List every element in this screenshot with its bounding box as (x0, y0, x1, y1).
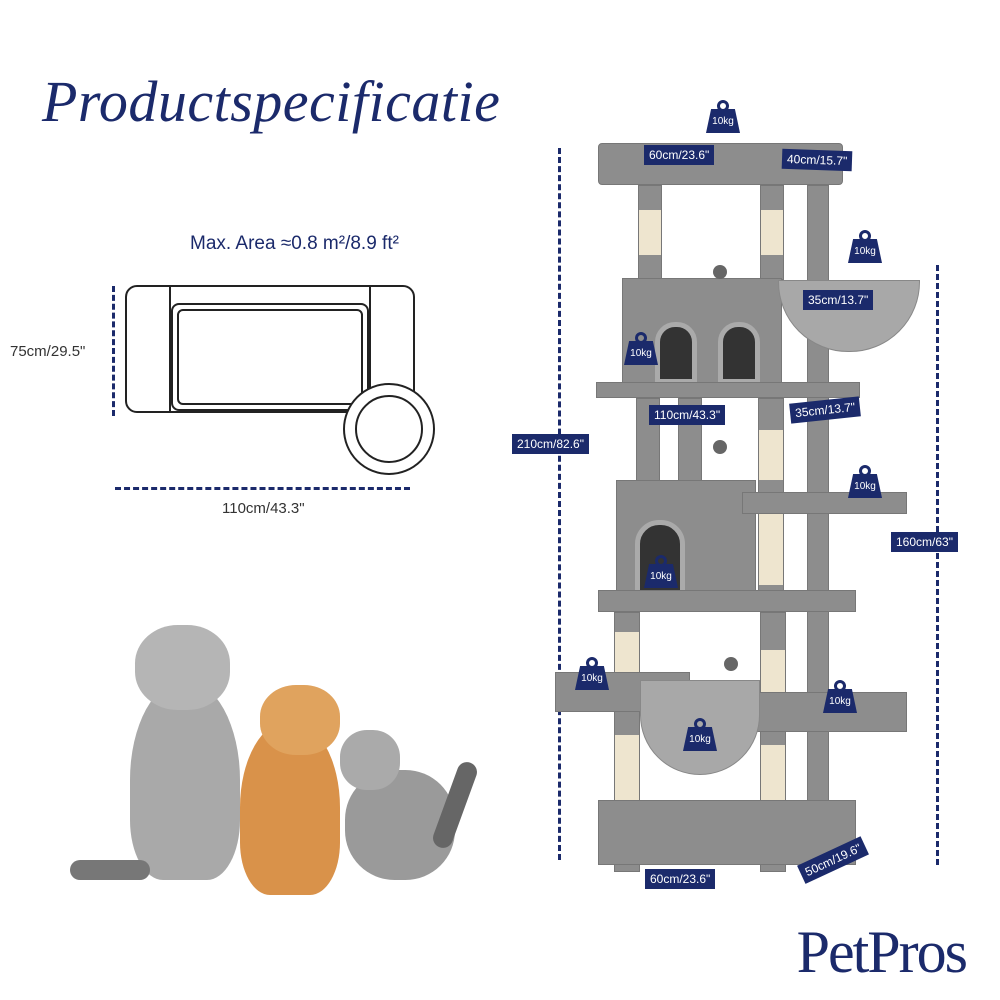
width-dimension-line (115, 487, 410, 490)
weight-icon: 10kg (575, 657, 609, 691)
top-width-label: 60cm/23.6" (644, 145, 715, 165)
top-depth-label: 40cm/15.7" (781, 148, 853, 172)
side-height-label: 160cm/63" (891, 532, 958, 552)
footprint-depth-label: 75cm/29.5" (10, 343, 86, 360)
page-title: Productspecificatie (42, 69, 501, 134)
weight-icon: 10kg (848, 230, 882, 264)
cats-photo (60, 610, 500, 910)
mid-width-label: 110cm/43.3" (649, 405, 726, 425)
total-height-line (558, 148, 561, 860)
weight-icon: 10kg (683, 718, 717, 752)
weight-icon: 10kg (624, 332, 658, 366)
basket-label: 35cm/13.7" (803, 290, 874, 310)
mid-depth-label: 35cm/13.7" (789, 396, 862, 424)
weight-icon: 10kg (823, 680, 857, 714)
weight-icon: 10kg (706, 100, 740, 134)
weight-icon: 10kg (848, 465, 882, 499)
max-area-label: Max. Area ≈0.8 m²/8.9 ft² (190, 233, 399, 254)
brand-logo: PetPros (796, 919, 968, 985)
weight-icon: 10kg (644, 555, 678, 589)
depth-dimension-line (112, 286, 115, 416)
footprint-diagram (125, 285, 445, 480)
total-height-label: 210cm/82.6" (512, 434, 589, 454)
side-height-line (936, 265, 939, 865)
footprint-width-label: 110cm/43.3" (222, 500, 305, 517)
base-width-label: 60cm/23.6" (645, 869, 716, 889)
